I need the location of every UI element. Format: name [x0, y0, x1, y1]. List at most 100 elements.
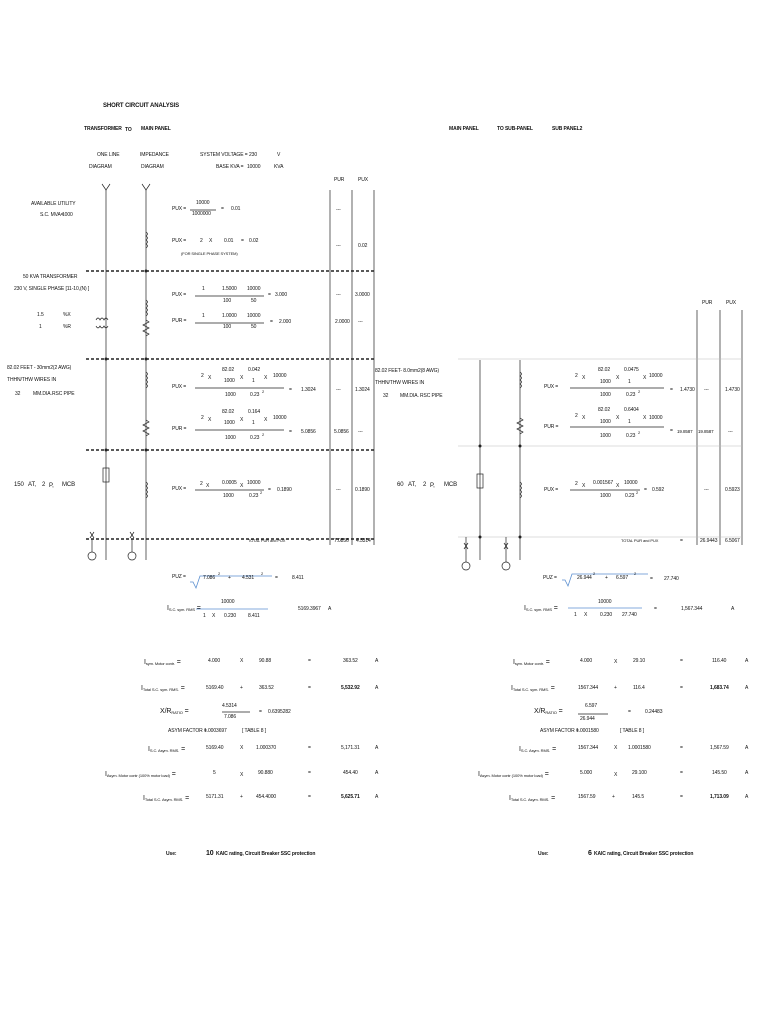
- sp-col-pux: 0.02: [358, 243, 368, 249]
- brk-r-c: 1000: [600, 493, 611, 499]
- brk-r-at: 60: [397, 482, 404, 488]
- wire-l-col-pur-dash: ---: [336, 387, 341, 393]
- r-r4-b: 29.100: [632, 770, 647, 776]
- wire-r-pux-c: 10000: [649, 373, 663, 379]
- l-asym-value: 1.0003697: [204, 728, 227, 734]
- xfmr-pur-pct: 1.0000: [222, 313, 237, 319]
- wire-r-dia: 32: [383, 393, 389, 399]
- brk-l-eq: =: [268, 487, 271, 493]
- brk-l-x2: X: [240, 483, 244, 489]
- r-r4-eq: =: [680, 770, 683, 776]
- wire-l-pux-two: 2: [201, 373, 204, 379]
- wire-r-dia-unit: MM.DIA.: [400, 393, 419, 399]
- total-l-label: TOTAL PUR and PUX: [248, 538, 286, 543]
- wire-r-pux-a: 82.02: [598, 367, 611, 373]
- wire-l-pur-label: PUR =: [172, 426, 187, 432]
- l-r3-a: 5169.40: [206, 745, 224, 751]
- use-r-value: 6: [588, 850, 592, 857]
- wire-r-pux-f: 1000: [600, 392, 611, 398]
- r-r2-result: 1,683.74: [710, 685, 729, 691]
- xfmr-r-label: %R: [63, 324, 71, 330]
- wire-l-pux-result: 1.3024: [301, 387, 316, 393]
- xfmr-col-pux-dash: ---: [358, 319, 363, 325]
- l-r3-b: 1.000370: [256, 745, 277, 751]
- brk-l-at-unit: AT,: [28, 482, 36, 488]
- wire-l-pux-x2: X: [240, 375, 244, 381]
- wire-r-pipe: RSC PIPE: [420, 393, 443, 399]
- puz-r-a: 26.944: [577, 575, 592, 581]
- system-voltage-unit: V: [277, 152, 281, 158]
- utility-num: 10000: [196, 200, 210, 206]
- xfmr-pux-base: 10000: [247, 286, 261, 292]
- col-pur-header: PUR: [334, 177, 345, 183]
- xfmr-desc: 230 V, SINGLE PHASE [11-10,(N) ]: [14, 286, 90, 292]
- l-asym-table: [ TABLE 8 ]: [242, 728, 267, 734]
- l-r1-result: 363.52: [343, 658, 358, 664]
- brk-l-c: 1000: [223, 493, 234, 499]
- l-r1-a: 4.000: [208, 658, 221, 664]
- r-r2-plus: +: [614, 685, 617, 691]
- l-r5-plus: +: [240, 794, 243, 800]
- wire-l-pur-c: 10000: [273, 415, 287, 421]
- base-kva-value: 10000: [247, 164, 261, 170]
- r-xr-result: 0.24483: [645, 709, 663, 715]
- l-r1-b: 90.88: [259, 658, 272, 664]
- wire-l-pipe: RSC PIPE: [52, 391, 75, 397]
- wire-l-pur-result: 5.0856: [301, 429, 316, 435]
- xfmr-pur-one: 1: [202, 313, 205, 319]
- brk-r-d: 0.23: [625, 493, 635, 499]
- brk-l-at: 150: [14, 482, 24, 488]
- wire-l-dia: 32: [15, 391, 21, 397]
- left-transformer-heading: TRANSFORMER: [84, 126, 122, 132]
- sp-eq: =: [241, 238, 244, 244]
- r-r5-eq: =: [680, 794, 683, 800]
- l-r4-b: 90.880: [258, 770, 273, 776]
- r-xr-den: 26.944: [580, 716, 595, 722]
- utility-eq: =: [221, 206, 224, 212]
- wire-r-pux-g: 0.23: [626, 392, 636, 398]
- brk-r-at-unit: AT,: [408, 482, 416, 488]
- wire-r-pux-sq: 2: [638, 389, 641, 394]
- brk-r-x: X: [582, 483, 586, 489]
- r-r4-x: X: [614, 772, 618, 778]
- xfmr-x-value: 1.5: [37, 312, 44, 318]
- r-r5-result: 1,713.09: [710, 794, 729, 800]
- l-r5-label: ITotal S.C. Asym. RMS. =: [143, 795, 190, 802]
- wire-l-pur-e: 1: [252, 420, 255, 426]
- r-r3-x: X: [614, 745, 618, 751]
- l-r2-unit: A: [375, 685, 379, 691]
- wire-l-desc: 82.02 FEET - 30mm2(2 AWG): [7, 365, 72, 371]
- wire-r-pux-e: 1: [628, 379, 631, 385]
- isc-r-unit: A: [731, 606, 735, 612]
- wire-r-col-pur-dash: ---: [704, 387, 709, 393]
- wire-l-pux-sq: 2: [262, 389, 265, 394]
- l-r2-a: 5169.40: [206, 685, 224, 691]
- l-r4-eq: =: [308, 770, 311, 776]
- brk-r-pux-label: PUX =: [544, 487, 559, 493]
- l-xr-eq: =: [259, 709, 262, 715]
- sp-note: (FOR SINGLE PHASE SYSTEM): [181, 251, 238, 256]
- xfmr-pux-eq: =: [268, 292, 271, 298]
- wire-r-type: THHN/THW WIRES IN: [375, 380, 425, 386]
- puz-l-result: 8.411: [292, 575, 304, 581]
- utility-result: 0.01: [231, 206, 241, 212]
- brk-r-col-pux: 0.5923: [725, 487, 740, 493]
- wire-l-pur-x: X: [208, 417, 212, 423]
- utility-label: AVAILABLE UTILITY: [31, 201, 76, 207]
- xfmr-label: 50 KVA TRANSFORMER: [23, 274, 78, 280]
- wire-r-pux-b: 0.0475: [624, 367, 639, 373]
- puz-l-b: 4.531: [242, 575, 255, 581]
- brk-l-two: 2: [200, 481, 203, 487]
- puz-r-sq2: 2: [634, 571, 637, 576]
- xfmr-col-pur: 2.0000: [335, 319, 350, 325]
- r-r1-result: 116.40: [712, 658, 727, 664]
- xfmr-pur-base: 10000: [247, 313, 261, 319]
- puz-r-label: PUZ =: [543, 575, 557, 581]
- brk-r-b: 10000: [624, 480, 638, 486]
- xfmr-pur-result: 2.000: [279, 319, 292, 325]
- brk-r-x2: X: [616, 483, 620, 489]
- wire-l-pux-b: 0.042: [248, 367, 261, 373]
- l-r1-eq: =: [308, 658, 311, 664]
- wire-l-pur-sq: 2: [262, 432, 265, 437]
